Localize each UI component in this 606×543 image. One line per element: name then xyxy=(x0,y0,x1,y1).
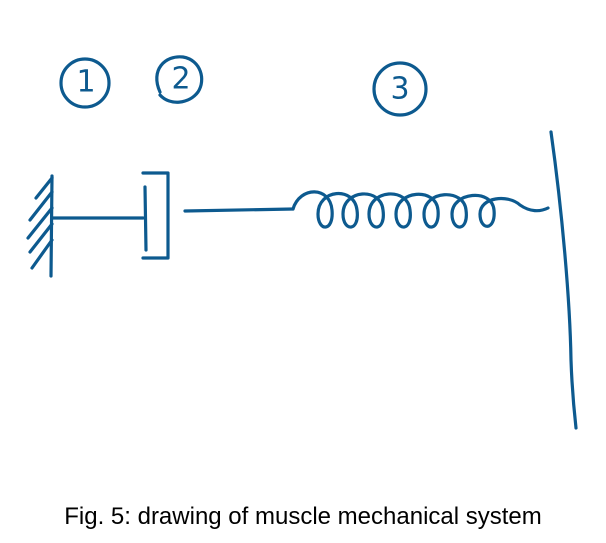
right-boundary-line xyxy=(549,130,578,430)
element-1-2-dashpot xyxy=(50,171,170,260)
rod-2 xyxy=(183,207,295,213)
wall-hatch-1 xyxy=(34,176,54,200)
wall-hatch-5 xyxy=(30,238,54,270)
label-3-text: 3 xyxy=(390,72,409,107)
wall-hatch-4 xyxy=(28,222,54,254)
figure-caption: Fig. 5: drawing of muscle mechanical sys… xyxy=(64,503,542,530)
dashpot-cylinder xyxy=(141,171,170,260)
label-1-circle xyxy=(59,57,111,109)
label-3: 3 xyxy=(372,61,428,117)
fixed-wall xyxy=(26,174,54,278)
dashpot-piston xyxy=(143,185,148,252)
wall-hatch-3 xyxy=(26,206,54,240)
spring-coil xyxy=(291,190,550,229)
label-1-text: 1 xyxy=(76,65,95,100)
label-2-text: 2 xyxy=(171,62,190,97)
label-3-circle xyxy=(372,61,428,117)
label-2: 2 xyxy=(155,55,204,104)
label-1: 1 xyxy=(59,57,111,109)
wall-hatch-2 xyxy=(28,190,54,222)
label-2-circle xyxy=(155,55,204,104)
